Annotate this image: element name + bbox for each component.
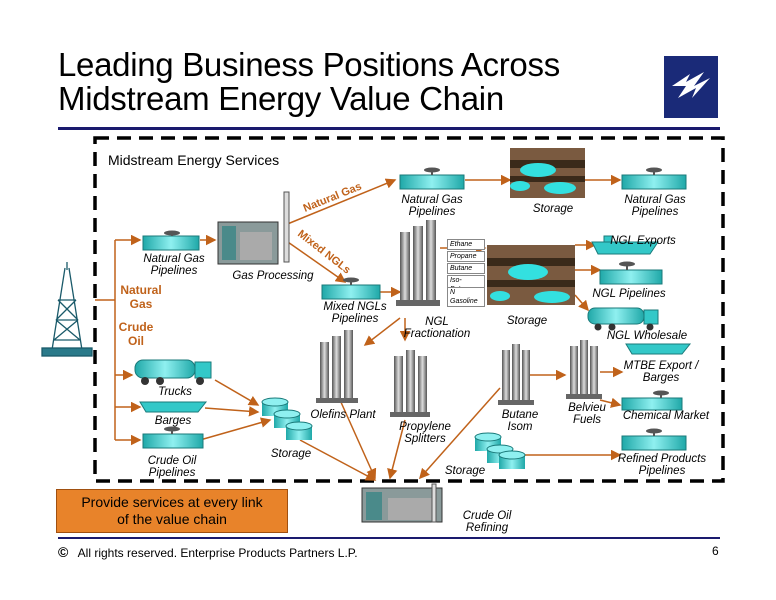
label-ngl-fractionation: NGL Fractionation [403,316,471,340]
ngl-product-ethane: Ethane [447,239,485,250]
title-line-1: Leading Business Positions Across [58,46,560,83]
label-ng-pipelines-right: Natural Gas Pipelines [624,194,686,218]
label-storage-bottom-mid: Storage [444,465,486,477]
label-mixed-ngls-pipelines: Mixed NGLs Pipelines [323,301,387,325]
truck-icon [134,359,212,385]
label-ngl-exports: NGL Exports [610,235,676,247]
label-propylene-splitters: Propylene Splitters [399,421,451,445]
section-title: Midstream Energy Services [108,152,280,168]
copyright-icon: © [58,544,69,560]
label-gas-processing: Gas Processing [232,270,314,282]
label-trucks: Trucks [158,386,192,398]
ngl-product-propane: Propane [447,251,485,262]
label-olefins-plant: Olefins Plant [310,409,376,421]
footer: © All rights reserved. Enterprise Produc… [58,544,358,560]
label-chemical-market: Chemical Market [622,410,710,422]
label-ng-pipelines-top: Natural Gas Pipelines [401,194,463,218]
label-storage-middle: Storage [506,315,548,327]
butane-isom-towers-icon [498,344,534,405]
ngl-product-butane: Butane [447,263,485,274]
gas-processing-plant-icon [217,191,290,265]
slide-title: Leading Business Positions Across Midstr… [58,48,560,116]
flow-arrows [95,174,624,481]
ngl-wholesale-truck-icon [587,307,659,331]
footer-rule [58,537,720,539]
storage-tanks-bottom-icon [474,432,526,469]
propylene-towers-icon [390,350,430,417]
crude-oil-refinery-icon [361,483,443,523]
olefins-towers-icon [316,330,358,403]
storage-cavern-middle-icon [487,245,575,305]
fractionation-towers-icon [396,220,440,306]
oil-rig-icon [41,262,93,357]
storage-cavern-top-icon [510,148,585,198]
barge-icon [139,401,208,413]
company-logo [664,56,718,118]
label-crude-oil: Crude Oil [118,320,154,348]
label-ngl-pipelines: NGL Pipelines [592,288,666,300]
callout-text: Provide services at every link of the va… [81,494,263,527]
label-storage-top: Storage [532,203,574,215]
value-chain-callout: Provide services at every link of the va… [56,489,288,533]
ngl-exports-ship-icon [591,235,659,255]
label-barges: Barges [154,415,192,427]
title-rule [58,127,720,130]
footer-text: All rights reserved. Enterprise Products… [77,546,358,560]
pipeline-icons [142,167,687,451]
label-ngl-wholesale: NGL Wholesale [606,330,688,342]
belvieu-towers-icon [566,340,602,399]
label-belvieu-fuels: Belvieu Fuels [568,402,606,426]
label-crude-oil-pipelines: Crude Oil Pipelines [147,455,197,479]
label-storage-bottom-left: Storage [270,448,312,460]
label-natural-gas: Natural Gas [120,283,162,311]
label-butane-isom: Butane Isom [501,409,539,433]
label-refined-products: Refined Products Pipelines [617,453,707,477]
mtbe-barge-icon [625,343,692,355]
label-ng-pipelines-left: Natural Gas Pipelines [143,253,205,277]
label-mtbe-export: MTBE Export / Barges [623,360,699,384]
label-crude-oil-refining: Crude Oil Refining [462,510,512,534]
page-number: 6 [712,544,719,558]
lightning-bolt-icon [672,72,710,98]
title-line-2: Midstream Energy Value Chain [58,80,504,117]
storage-tanks-left-icon [261,397,313,440]
arrow-label-natural-gas: Natural Gas [302,181,364,215]
midstream-boundary [93,136,725,483]
ngl-product-n-gasoline: N Gasoline [447,287,485,307]
